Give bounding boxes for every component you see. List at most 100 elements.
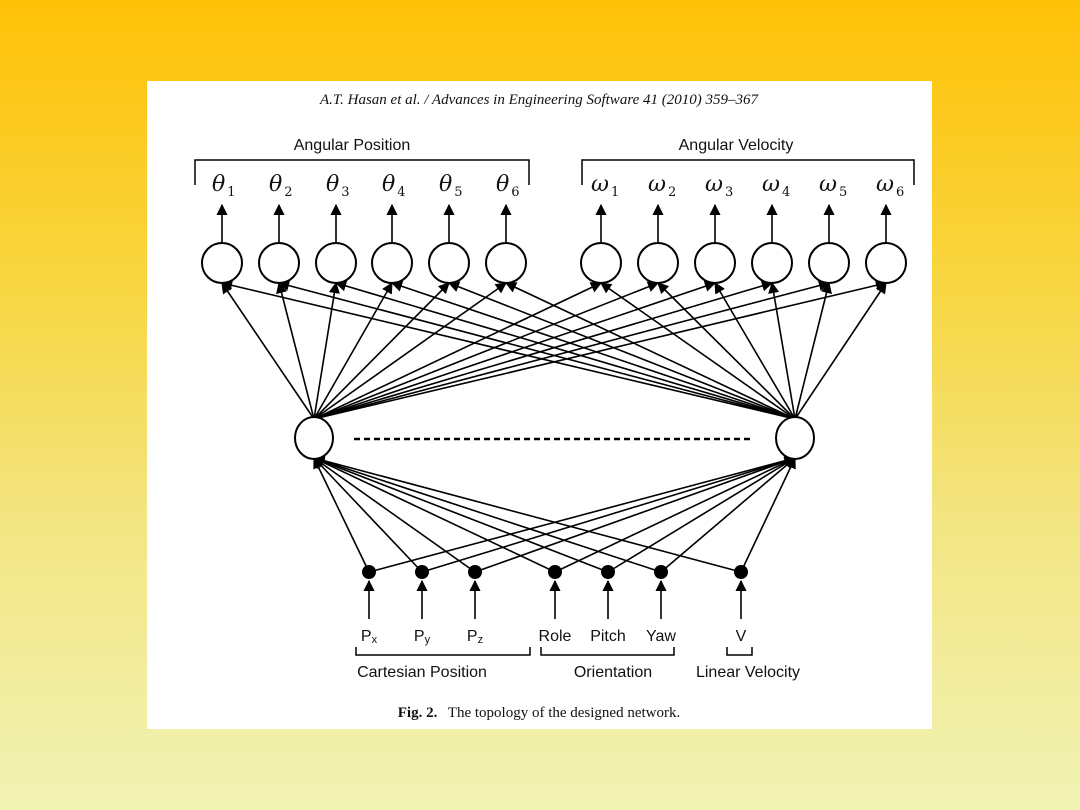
hidden-output-connection [447, 281, 796, 420]
hidden-output-connection [334, 280, 796, 420]
output-neuron [694, 242, 736, 284]
orientation-label: Orientation [574, 664, 652, 681]
input-labels: Px Py Pz Role Pitch Yaw V [361, 628, 747, 646]
output-neuron [637, 242, 679, 284]
caption-text: The topology of the designed network. [448, 705, 680, 721]
input-label: V [736, 628, 747, 645]
output-neuron [751, 242, 793, 284]
hidden-output-connection [390, 280, 796, 420]
hidden-output-connection [313, 280, 831, 420]
hidden-output-connection [313, 282, 507, 420]
hidden-output-connection [504, 282, 796, 420]
input-arrows [363, 579, 747, 619]
hidden-output-connection [221, 282, 315, 420]
input-label: Yaw [646, 628, 676, 645]
hidden-node-last [775, 416, 815, 460]
hidden-output-connection [794, 281, 832, 420]
output-neuron [580, 242, 622, 284]
cartesian-position-label: Cartesian Position [357, 664, 487, 681]
input-label: Py [414, 628, 431, 646]
hidden-output-connection [313, 282, 393, 420]
input-neuron [362, 565, 376, 579]
input-neuron [548, 565, 562, 579]
output-neuron [865, 242, 907, 284]
input-label: Pitch [590, 628, 626, 645]
angular-position-bracket [194, 159, 530, 185]
hidden-output-connection [313, 281, 660, 420]
paper-header: A.T. Hasan et al. / Advances in Engineer… [319, 92, 760, 108]
hidden-output-connection [313, 281, 340, 420]
hidden-output-connection [714, 282, 796, 420]
angular-velocity-bracket [581, 159, 915, 185]
output-arrows [216, 203, 892, 243]
input-neuron [468, 565, 482, 579]
hidden-output-connection [600, 282, 796, 420]
output-neuron [428, 242, 470, 284]
network-diagram: A.T. Hasan et al. / Advances in Engineer… [194, 92, 915, 721]
output-neuron [258, 242, 300, 284]
output-neuron [808, 242, 850, 284]
input-hidden-connection [312, 456, 609, 573]
output-neuron [201, 242, 243, 284]
input-hidden-connection [740, 456, 796, 573]
input-hidden-connection [312, 457, 556, 573]
input-hidden-connection [313, 457, 423, 573]
input-nodes [362, 565, 748, 579]
input-hidden-connection [660, 457, 796, 573]
input-neuron [601, 565, 615, 579]
connections [220, 279, 888, 573]
output-nodes [201, 242, 907, 284]
hidden-output-connection [313, 279, 888, 420]
hidden-output-connection [794, 282, 887, 420]
input-label: Px [361, 628, 378, 646]
hidden-output-connection [313, 280, 774, 420]
input-hidden-connection [554, 457, 797, 573]
caption-label: Fig. 2. [398, 705, 438, 721]
input-hidden-connection [312, 455, 742, 573]
hidden-output-connection [657, 282, 796, 420]
input-hidden-connection [368, 455, 797, 573]
figure-caption: Fig. 2. The topology of the designed net… [398, 704, 681, 721]
output-neuron [315, 242, 357, 284]
hidden-output-connection [220, 279, 796, 420]
angular-velocity-label: Angular Velocity [679, 137, 794, 154]
hidden-output-connection [277, 280, 796, 420]
output-neuron [485, 242, 527, 284]
figure-panel: A.T. Hasan et al. / Advances in Engineer… [147, 81, 932, 729]
input-label: Pz [467, 628, 483, 646]
input-hidden-connection [421, 455, 797, 573]
hidden-output-connection [313, 280, 717, 420]
input-neuron [734, 565, 748, 579]
hidden-node-first [294, 416, 334, 460]
input-hidden-connection [474, 456, 797, 573]
input-hidden-connection [313, 457, 476, 573]
input-neuron [415, 565, 429, 579]
input-hidden-connection [312, 455, 662, 573]
orientation-bracket [540, 647, 675, 656]
hidden-output-connection [768, 281, 796, 420]
input-neuron [654, 565, 668, 579]
cartesian-bracket [355, 647, 531, 656]
output-neuron [371, 242, 413, 284]
input-label: Role [539, 628, 572, 645]
linear-velocity-bracket [726, 647, 753, 656]
angular-position-label: Angular Position [294, 137, 411, 154]
hidden-output-connection [313, 282, 450, 420]
linear-velocity-label: Linear Velocity [696, 664, 800, 681]
hidden-output-connection [276, 281, 315, 420]
input-hidden-connection [313, 456, 370, 573]
